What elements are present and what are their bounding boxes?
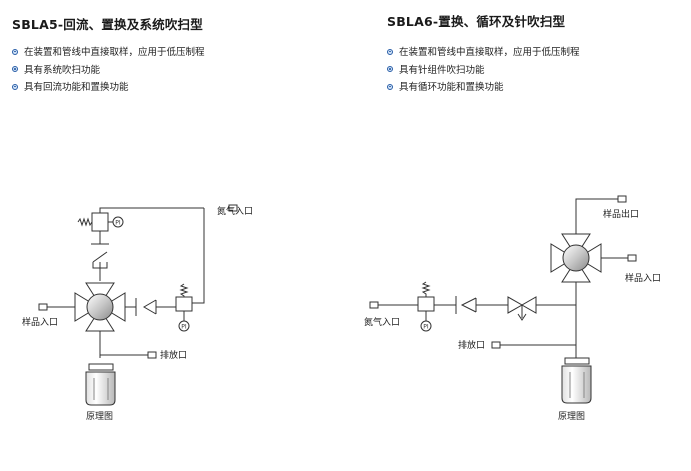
right-regulator-spring-icon <box>421 281 431 297</box>
right-feature-list: 在装置和管线中直接取样，应用于低压制程 具有针组件吹扫功能 具有循环功能和置换功… <box>387 44 580 97</box>
left-vent-port <box>147 351 157 359</box>
left-top-gauge <box>112 216 124 228</box>
left-label-nitrogen-in: 氮气入口 <box>217 205 253 217</box>
spring-icon <box>77 217 98 227</box>
right-sample-bottle <box>561 357 592 404</box>
left-nitrogen-pipe <box>185 208 205 304</box>
right-label-vent: 排放口 <box>458 339 485 351</box>
left-vent-line <box>99 331 148 358</box>
left-label-sample-in: 样品入口 <box>22 316 58 328</box>
left-regulator-gauge <box>178 320 190 332</box>
right-main-valve <box>550 233 602 283</box>
right-title: SBLA6-置换、循环及针吹扫型 <box>387 14 566 29</box>
right-nitrogen-port <box>369 301 379 309</box>
bullet-icon <box>12 48 18 55</box>
left-nitrogen-port <box>228 204 238 212</box>
left-feature-item: 在装置和管线中直接取样，应用于低压制程 <box>12 44 205 62</box>
left-feature-list: 在装置和管线中直接取样，应用于低压制程 具有系统吹扫功能 具有回流功能和置换功能 <box>12 44 205 97</box>
bullet-icon <box>387 48 393 55</box>
left-check-valve-vertical-seat <box>92 262 108 269</box>
bullet-icon <box>12 66 18 72</box>
left-label-vent: 排放口 <box>160 349 187 361</box>
right-feature-item: 在装置和管线中直接取样，应用于低压制程 <box>387 44 580 62</box>
left-feature-item: 具有系统吹扫功能 <box>12 62 205 80</box>
left-top-valve <box>91 212 109 232</box>
left-check-valve-horizontal <box>125 298 176 316</box>
right-sample-out-port <box>617 195 627 203</box>
right-regulator-gauge <box>420 320 432 332</box>
left-sample-bottle <box>85 363 116 406</box>
right-check-valve <box>434 296 508 314</box>
left-regulator <box>175 296 193 312</box>
right-needle-valve <box>507 296 537 321</box>
right-label-nitrogen-in: 氮气入口 <box>364 316 400 328</box>
bullet-icon <box>12 83 18 90</box>
right-vent-port <box>491 341 501 349</box>
bullet-icon <box>387 66 393 72</box>
left-title: SBLA5-回流、置换及系统吹扫型 <box>12 17 203 32</box>
right-regulator <box>417 296 435 312</box>
left-feature-item: 具有回流功能和置换功能 <box>12 79 205 97</box>
right-label-sample-in: 样品入口 <box>625 272 661 284</box>
right-caption: 原理图 <box>558 411 585 422</box>
left-main-valve <box>74 282 126 332</box>
left-check-valve-vertical <box>91 239 109 281</box>
bullet-icon <box>387 83 393 90</box>
right-sample-out-line <box>575 198 618 234</box>
right-feature-item: 具有针组件吹扫功能 <box>387 62 580 80</box>
left-caption: 原理图 <box>86 411 113 422</box>
left-regulator-spring-icon <box>179 283 189 297</box>
right-regulator-gauge-label: PI <box>423 324 429 331</box>
left-sample-port <box>38 303 48 311</box>
left-top-gauge-label: PI <box>115 220 121 227</box>
right-feature-item: 具有循环功能和置换功能 <box>387 79 580 97</box>
right-sample-in-port <box>627 254 637 262</box>
left-top-pipe <box>99 207 204 213</box>
left-diagram: PI PI <box>38 204 238 406</box>
right-label-sample-out: 样品出口 <box>603 208 639 220</box>
right-diagram: PI <box>369 195 637 404</box>
left-regulator-gauge-label: PI <box>181 324 187 331</box>
